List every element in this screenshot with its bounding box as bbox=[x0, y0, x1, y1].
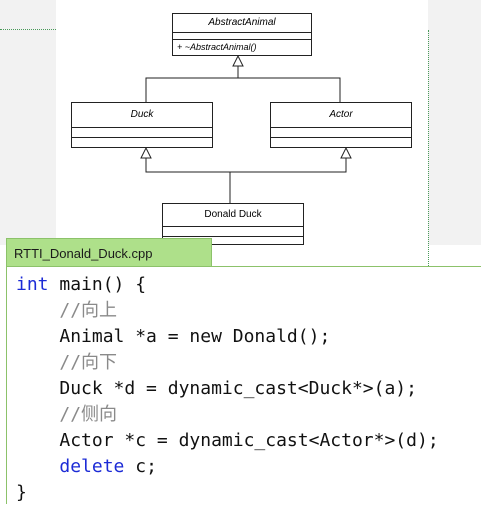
operations-section bbox=[72, 138, 212, 147]
attributes-section bbox=[72, 128, 212, 138]
code-line-2: //向上 bbox=[16, 298, 117, 324]
donald-to-actor-line bbox=[230, 158, 347, 173]
comment: //侧向 bbox=[59, 404, 118, 425]
actor-generalization-arrow bbox=[340, 146, 352, 159]
donald-to-duck-line bbox=[145, 158, 231, 203]
file-tab[interactable]: RTTI_Donald_Duck.cpp bbox=[6, 238, 212, 267]
class-actor: Actor bbox=[270, 102, 412, 148]
code-line-3: Animal *a = new Donald(); bbox=[59, 326, 331, 347]
inheritance-connectors bbox=[140, 54, 352, 203]
class-name: Actor bbox=[271, 103, 411, 128]
attributes-section bbox=[163, 227, 303, 237]
dotted-guide-right bbox=[428, 30, 429, 268]
class-donald-duck: Donald Duck bbox=[162, 203, 304, 245]
keyword: delete bbox=[59, 456, 125, 477]
actor-inheritance-line bbox=[238, 77, 341, 102]
attributes-section bbox=[271, 128, 411, 138]
code-line-1: int main() { bbox=[16, 274, 147, 295]
class-name: AbstractAnimal bbox=[173, 14, 311, 33]
code-line-8: delete c; bbox=[59, 456, 157, 477]
duck-inheritance-line bbox=[145, 66, 239, 102]
code-line-9: } bbox=[16, 482, 27, 503]
code-editor[interactable]: int main() { //向上 Animal *a = new Donald… bbox=[6, 266, 481, 504]
duck-generalization-arrow bbox=[140, 146, 152, 159]
class-name: Donald Duck bbox=[163, 204, 303, 227]
class-name: Duck bbox=[72, 103, 212, 128]
operation: + ~AbstractAnimal() bbox=[177, 42, 257, 52]
abstract-animal-generalization-arrow bbox=[232, 54, 244, 67]
uml-class-diagram: AbstractAnimal + ~AbstractAnimal() Duck … bbox=[56, 0, 428, 245]
class-abstract-animal: AbstractAnimal + ~AbstractAnimal() bbox=[172, 13, 312, 56]
code-line-5: Duck *d = dynamic_cast<Duck*>(a); bbox=[59, 378, 417, 399]
left-backdrop bbox=[0, 0, 56, 245]
comment: //向上 bbox=[59, 300, 118, 321]
code-line-6: //侧向 bbox=[16, 402, 117, 428]
dotted-guide-left bbox=[0, 29, 56, 30]
operations-section bbox=[271, 138, 411, 147]
right-backdrop bbox=[428, 0, 481, 245]
code-line-4: //向下 bbox=[16, 350, 117, 376]
comment: //向下 bbox=[59, 352, 118, 373]
attributes-section bbox=[173, 33, 311, 40]
class-duck: Duck bbox=[71, 102, 213, 148]
keyword: int bbox=[16, 274, 49, 295]
code-line-7: Actor *c = dynamic_cast<Actor*>(d); bbox=[59, 430, 439, 451]
